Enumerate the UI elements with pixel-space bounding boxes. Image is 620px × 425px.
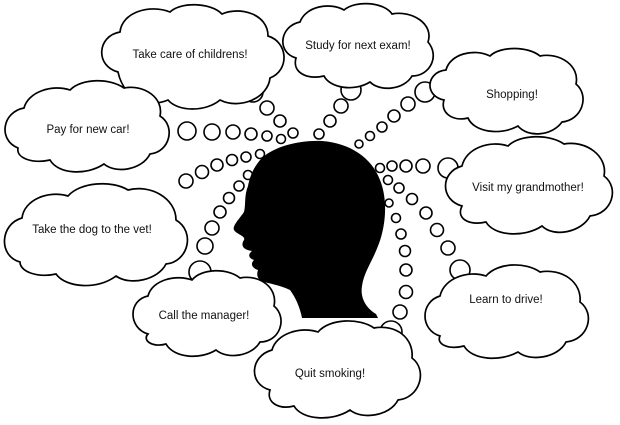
bubble-childcare: [100, 3, 285, 110]
bubble-manager: [132, 269, 282, 358]
trail-dot: [313, 128, 325, 140]
trail-dot: [405, 192, 419, 206]
label-car: Pay for new car!: [46, 124, 129, 136]
trail-dot: [400, 96, 416, 112]
label-dog: Take the dog to the vet!: [32, 224, 152, 236]
trail-dot: [398, 284, 414, 300]
trail-dot: [399, 263, 413, 277]
trail-dot: [399, 159, 413, 173]
trail-dot: [244, 127, 258, 141]
trail-dot: [273, 114, 287, 128]
trail-dot: [384, 198, 394, 208]
trail-dot: [178, 173, 194, 189]
trail-dot: [387, 109, 401, 123]
trail-dot: [386, 160, 398, 172]
label-manager: Call the manager!: [159, 310, 250, 322]
trail-dot: [415, 158, 431, 174]
trail-dot: [204, 220, 220, 236]
bubble-grandmother: [444, 135, 614, 235]
trail-dot: [382, 174, 394, 186]
trail-dot: [177, 121, 197, 141]
trail-dot: [225, 124, 241, 140]
trail-dot: [222, 191, 236, 205]
head-silhouette: [233, 140, 386, 318]
bubble-car: [4, 79, 170, 173]
trail-dot: [261, 130, 273, 142]
bubble-driving: [424, 264, 590, 360]
label-exam: Study for next exam!: [305, 40, 410, 52]
bubble-exam: [282, 2, 434, 90]
trail-dot: [354, 139, 364, 149]
trail-dot: [203, 123, 221, 141]
bubble-labels: Take care of childrens! Study for next e…: [32, 40, 584, 380]
label-shopping: Shopping!: [486, 89, 538, 101]
trail-dot: [419, 206, 433, 220]
trail-dot: [194, 164, 210, 180]
trail-dot: [393, 182, 405, 194]
trail-dot: [374, 162, 386, 174]
label-smoking: Quit smoking!: [295, 368, 365, 380]
trail-dot: [240, 151, 252, 163]
bubble-smoking: [253, 320, 422, 419]
thought-bubbles: [3, 2, 614, 419]
trail-dot: [398, 244, 412, 258]
trail-dot: [333, 98, 349, 114]
trail-dot: [210, 158, 224, 172]
label-driving: Learn to drive!: [469, 294, 543, 306]
trail-dot: [254, 148, 266, 160]
label-childcare: Take care of childrens!: [132, 49, 247, 61]
trail-dot: [275, 133, 287, 145]
trail-dot: [440, 240, 456, 256]
trail-dot: [395, 228, 407, 240]
label-grandmother: Visit my grandmother!: [472, 182, 584, 194]
bubble-dog: [3, 182, 189, 287]
trail-dot: [196, 237, 214, 255]
trail-dot: [392, 304, 408, 320]
trail-dot: [213, 205, 227, 219]
trail-dot: [364, 130, 376, 142]
trail-dot: [287, 127, 299, 139]
trail-dot: [225, 153, 239, 167]
trail-dot: [323, 114, 337, 128]
trail-dot: [390, 212, 402, 224]
trail-dot: [259, 100, 275, 116]
bubble-shopping: [429, 47, 584, 135]
trail-dot: [376, 121, 388, 133]
trail-dot: [429, 222, 445, 238]
trail-dot: [233, 180, 245, 192]
